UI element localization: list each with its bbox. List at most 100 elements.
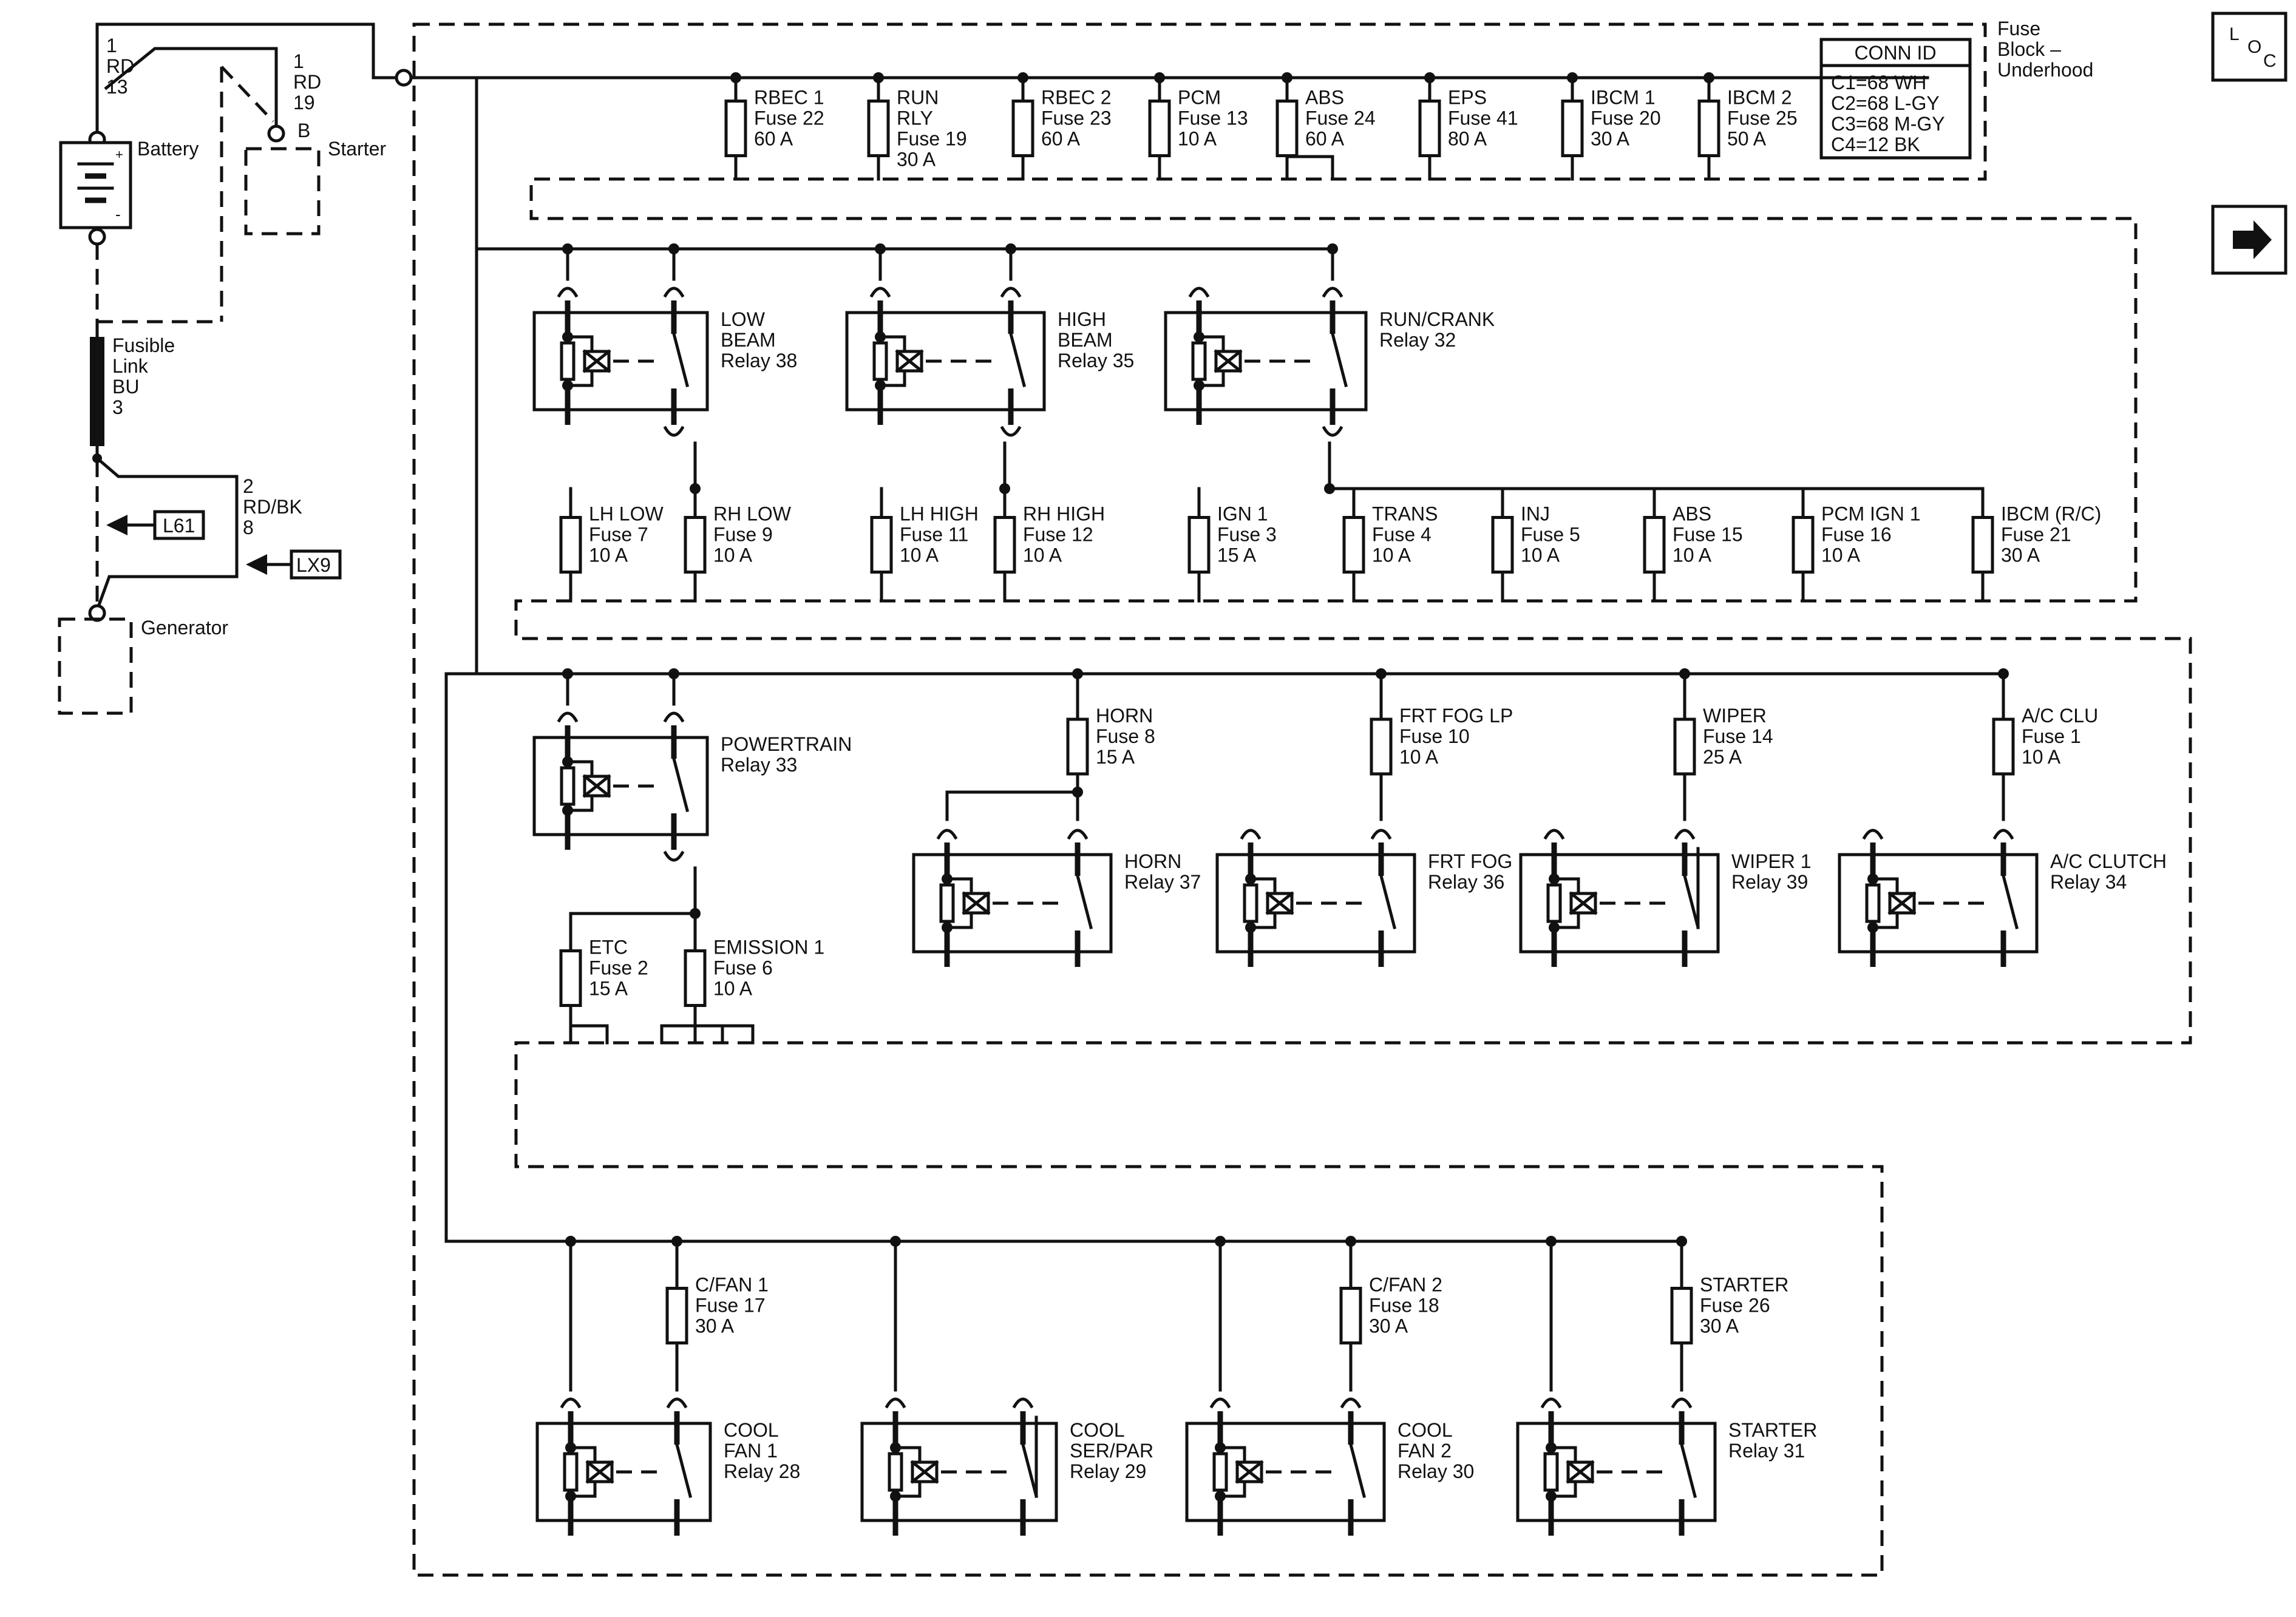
relay-label: FAN 1 [724,1440,778,1462]
terminal-socket [663,711,685,723]
wire-label-generator: RD/BK [243,496,302,518]
fusible-link-label: 3 [112,396,123,418]
fuse-label: 10 A [713,978,753,1000]
fuse-label: 15 A [589,978,628,1000]
fuse-label: RLY [897,107,933,129]
fuse-label: C/FAN 2 [1369,1274,1442,1296]
terminal-socket [1240,829,1262,840]
battery-minus: - [115,205,121,223]
conn-id-row: C3=68 M-GY [1831,113,1945,135]
fuse-label: 10 A [1023,544,1062,566]
junction-dot [1424,72,1435,83]
fuse-label: 10 A [713,544,753,566]
fuse-label: Fuse 4 [1372,524,1432,546]
fuse-label: IBCM 1 [1591,87,1656,109]
fuse-label: Fuse 23 [1041,107,1112,129]
terminal-socket [1543,829,1565,840]
fuse-label: PCM [1178,87,1221,109]
battery-labels: 1 RD 13 1 RD 19 B Starter Battery Fusibl… [106,35,386,639]
junction-dot [730,72,741,83]
resistor-icon [563,1452,579,1492]
fuse-label: TRANS [1372,503,1438,525]
fuse-label: Fuse 10 [1399,725,1470,747]
fuse-icon [1670,1287,1693,1344]
terminal-socket [1671,1397,1693,1409]
terminal-socket [663,286,685,298]
fuse-label: RUN [897,87,939,109]
junction-dot [1567,72,1578,83]
resistor-icon [1865,883,1881,923]
fuse-label: INJ [1521,503,1550,525]
terminal-socket [1067,829,1089,840]
fuse-label: 30 A [2001,544,2040,566]
fuse-label: WIPER [1703,705,1767,727]
relay-label: Relay 29 [1070,1460,1146,1482]
junction-dot [1998,668,2009,679]
right-arrow-icon[interactable] [2211,205,2288,275]
conn-id-row: C2=68 L-GY [1831,92,1940,114]
fuse-label: Fuse 7 [589,524,648,546]
fuse-label: Fuse 11 [900,524,968,546]
fuse-label: HORN [1096,705,1153,727]
junction-dot [1324,483,1335,494]
terminal-socket [663,425,685,437]
fuse-icon [1187,516,1211,574]
fuse-label: IBCM (R/C) [2001,503,2101,525]
fuse-label: IBCM 2 [1727,87,1792,109]
junction-dot [1703,72,1714,83]
fuse-label: RBEC 1 [754,87,824,109]
resistor-icon [1546,883,1562,923]
fuse-block-boundary [412,22,2192,1577]
fuse-label: 80 A [1448,128,1487,150]
junction-dot [1327,243,1338,254]
fuse-icon [724,100,747,157]
fuse-label: RH LOW [713,503,792,525]
junction-dot [1005,243,1016,254]
fuse-icon [559,949,582,1007]
fuse-icon [665,1287,688,1344]
fuse-label: 10 A [1372,544,1411,566]
junction-dot [668,243,679,254]
fuse-label: LH HIGH [900,503,979,525]
fuse-icon [1992,717,2015,776]
fuse-label: Fuse 16 [1821,524,1892,546]
fuse-icon [1697,100,1720,157]
relay-label: LOW [721,308,766,330]
relay-label: Relay 39 [1731,871,1808,893]
junction-dot [1154,72,1165,83]
battery-label: Battery [137,138,199,160]
relay-label: Relay 28 [724,1460,800,1482]
fuse-label: 30 A [1700,1315,1739,1337]
relay-label: SER/PAR [1070,1440,1153,1462]
terminal-socket [666,1397,688,1409]
junction-dot [565,1236,576,1247]
fuse-icon [684,949,707,1007]
fuse-icon [1011,100,1034,157]
fuse-icon [559,516,582,574]
fuse-label: ABS [1305,87,1344,109]
relay-label: Relay 35 [1058,350,1134,371]
fuse-label: Fuse 2 [589,957,648,979]
fuse-icon [1342,516,1365,574]
resistor-icon [1212,1452,1228,1492]
junction-dot [873,72,884,83]
fuse-label: 30 A [1591,128,1630,150]
relay-label: COOL [1398,1419,1453,1441]
relay-label: Relay 33 [721,754,797,776]
fuse-label: 15 A [1217,544,1257,566]
fuse-icon [1673,717,1696,776]
resistor-icon [560,766,576,806]
fuse-label: Fuse 3 [1217,524,1277,546]
loc-icon[interactable]: L O C [2211,12,2288,82]
